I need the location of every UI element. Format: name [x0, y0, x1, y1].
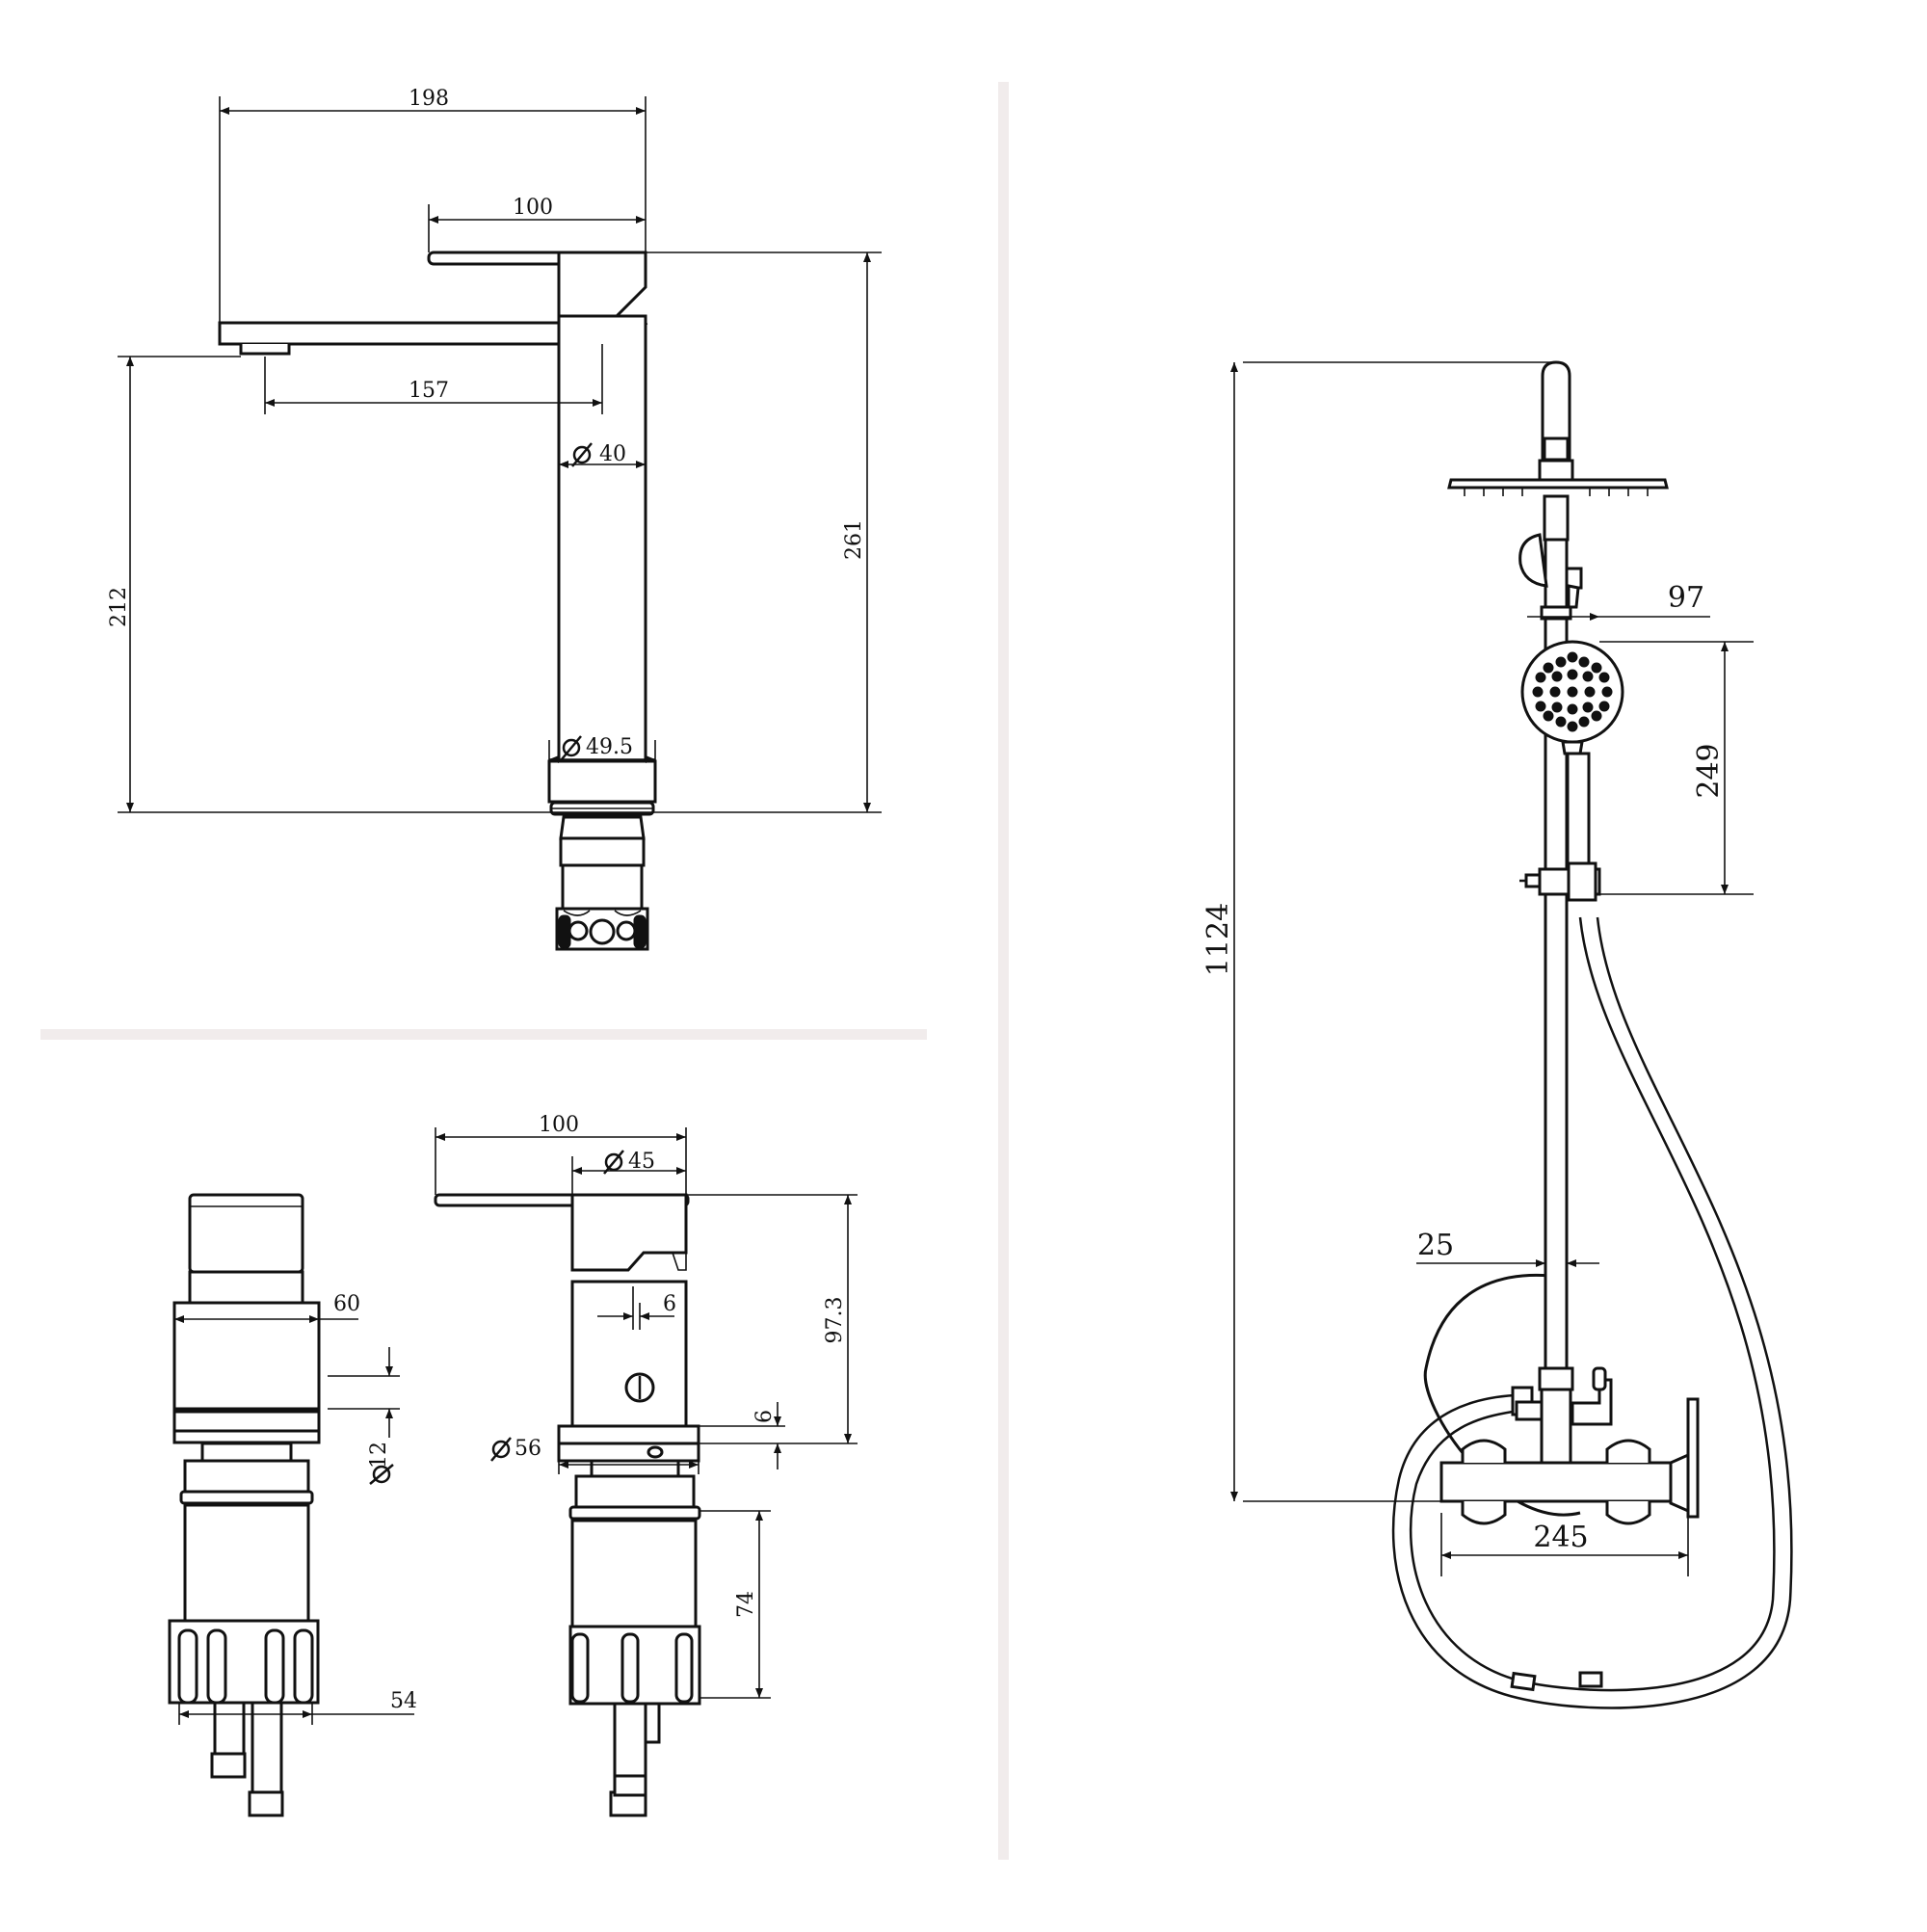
dim-cartridge-diameter: 45	[628, 1150, 655, 1174]
dim-handshower-height: 249	[1692, 743, 1726, 798]
dim-handle-length: 100	[513, 196, 553, 220]
dim-flange-thickness: 6	[752, 1410, 777, 1423]
dim-column-height: 1124	[1201, 903, 1235, 976]
dim-tail-spacing: 54	[390, 1689, 417, 1713]
dim-base-diameter: 49.5	[586, 735, 633, 759]
dim-total-height: 261	[842, 519, 866, 560]
dim-tail-length: 74	[734, 1591, 758, 1618]
dim-spout-height: 212	[107, 587, 131, 627]
diameter-symbol-icon	[603, 1150, 624, 1175]
shower-column-drawing: 1124 97 249 25 245	[1201, 360, 1793, 1709]
dim-pipe-diameter: 12	[367, 1442, 391, 1469]
dim-body-width: 60	[333, 1292, 360, 1316]
dim-rail-diameter: 25	[1417, 1229, 1454, 1262]
handshower-nozzle-pattern	[1532, 651, 1613, 732]
dim-front-base-diameter: 56	[515, 1437, 541, 1461]
short-faucet-front-view: 100 45 6 97.3 6 56 74	[434, 1113, 858, 1817]
diameter-symbol-icon	[369, 1464, 394, 1485]
dim-hole-offset: 6	[663, 1292, 676, 1316]
dim-body-diameter: 40	[599, 442, 626, 466]
dim-body-height: 97.3	[823, 1297, 847, 1344]
horizontal-panel-divider	[40, 1029, 927, 1040]
dim-handshower-offset: 97	[1668, 581, 1704, 615]
diameter-symbol-icon	[561, 735, 582, 760]
dim-mixer-width: 245	[1533, 1521, 1588, 1554]
dim-overall-length: 198	[409, 87, 449, 111]
tall-basin-faucet-drawing: 198 100 157 40 49.5 212 261	[107, 87, 882, 951]
short-faucet-side-view: 60 12 54	[168, 1193, 417, 1817]
diameter-symbol-icon	[490, 1437, 512, 1462]
dim-spout-reach: 157	[409, 379, 449, 403]
diameter-symbol-icon	[571, 442, 593, 467]
vertical-panel-divider	[998, 82, 1009, 1860]
dim-front-handle-length: 100	[539, 1113, 579, 1137]
